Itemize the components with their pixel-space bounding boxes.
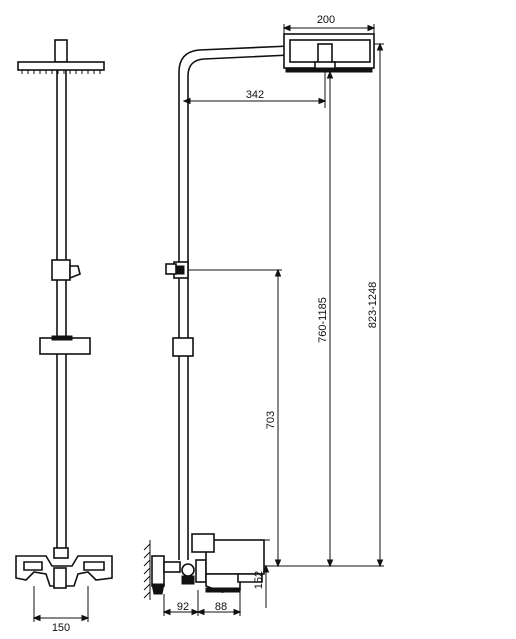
front-mixer-body	[15, 547, 113, 589]
front-riser-rail	[56, 70, 67, 548]
front-handshower-holder	[51, 259, 81, 281]
front-view: 150	[15, 39, 113, 634]
dim-label-92: 92	[177, 601, 189, 613]
side-riser-and-arm	[178, 45, 291, 560]
dim-mixer-height: 152	[253, 539, 270, 608]
dim-head-width: 200	[282, 14, 376, 34]
dim-label-88: 88	[215, 601, 227, 613]
side-wall-bracket	[143, 540, 207, 600]
dim-label-342: 342	[246, 89, 264, 101]
front-shower-head	[17, 39, 105, 74]
dim-label-152: 152	[253, 571, 265, 589]
front-slider-bracket	[39, 335, 91, 355]
dim-label-150: 150	[52, 622, 70, 634]
dim-label-760-1185: 760-1185	[317, 297, 329, 343]
dim-arm-reach: 342	[182, 72, 327, 108]
side-mixer-body	[191, 533, 265, 593]
side-shower-head	[283, 33, 375, 73]
dim-handshower-height: 703	[188, 268, 282, 568]
dim-label-823-1248: 823-1248	[367, 282, 379, 329]
dim-bottom-offsets: 92 88	[162, 590, 242, 616]
dim-label-200: 200	[317, 14, 335, 26]
side-slider-bracket	[172, 337, 194, 357]
dim-height-range: 760-1185	[317, 70, 334, 568]
side-handshower-holder	[165, 261, 189, 279]
dim-front-width: 150	[32, 586, 90, 634]
dim-label-703: 703	[265, 411, 277, 429]
side-view: 200 342 703 760-1185	[143, 14, 384, 616]
dim-overall-range: 823-1248	[367, 42, 384, 568]
